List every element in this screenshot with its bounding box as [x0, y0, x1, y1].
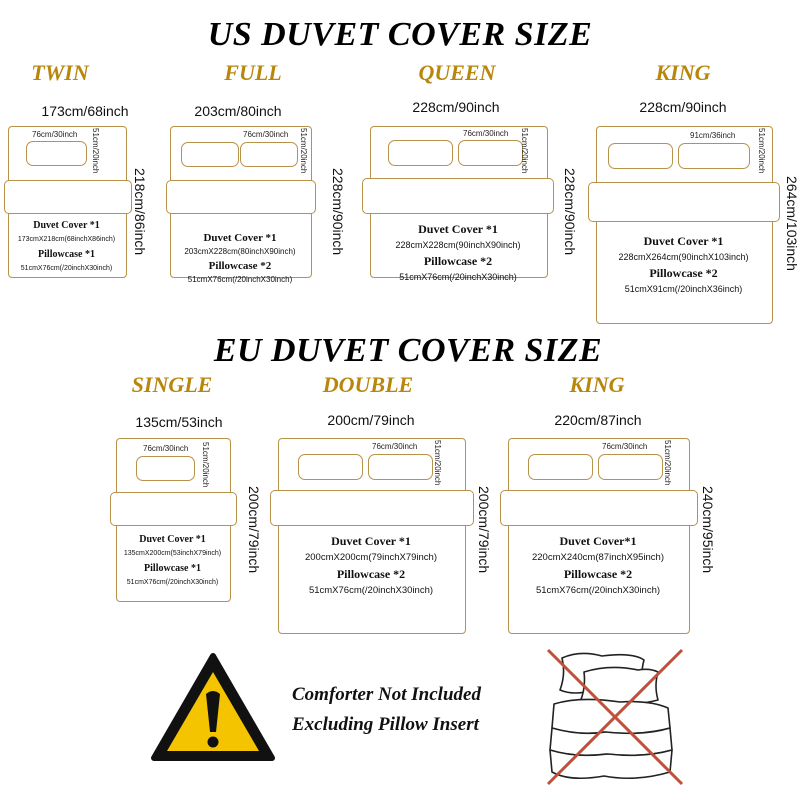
width-label: 220cm/87inch: [554, 412, 642, 428]
contents-info: Duvet Cover *1 228cmX264cm(90inchX103inc…: [596, 234, 771, 294]
pillow-height-label: 51cm/20inch: [433, 440, 442, 486]
width-label: 135cm/53inch: [135, 414, 223, 430]
width-label: 173cm/68inch: [41, 103, 129, 119]
duvet-dimensions: 173cmX218cm(68inchX86inch): [17, 236, 116, 243]
pillowcase-dimensions: 51cmX76cm(/20inchX30inch): [535, 585, 661, 596]
pillow-height-label: 51cm/20inch: [91, 128, 100, 174]
duvet-count: Duvet Cover *1: [418, 222, 498, 236]
pillow-shape: [598, 454, 663, 480]
pillowcase-dimensions: 51cmX76cm(/20inchX30inch): [308, 585, 434, 596]
pillow-height-label: 51cm/20inch: [201, 442, 210, 488]
height-label: 240cm/95inch: [700, 486, 716, 574]
duvet-fold: [588, 182, 780, 222]
pillow-height-label: 51cm/20inch: [757, 128, 766, 174]
duvet-dimensions: 135cmX200cm(53inchX79inch): [123, 550, 222, 557]
pillow-width-label: 76cm/30inch: [602, 442, 648, 451]
duvet-fold: [110, 492, 237, 526]
contents-info: Duvet Cover *1 203cmX228cm(80inchX90inch…: [170, 232, 310, 284]
pillow-shape: [388, 140, 453, 166]
pillow-height-label: 51cm/20inch: [663, 440, 672, 486]
pillowcase-count: Pillowcase *1: [144, 563, 201, 574]
size-name-eu-king: KING: [569, 372, 625, 397]
pillow-height-label: 51cm/20inch: [520, 128, 529, 174]
duvet-count: Duvet Cover*1: [559, 534, 637, 548]
height-label: 200cm/79inch: [476, 486, 492, 574]
pillow-width-label: 76cm/30inch: [143, 444, 189, 453]
pillow-shape: [608, 143, 673, 169]
pillowcase-count: Pillowcase *1: [38, 249, 95, 260]
pillow-height-label: 51cm/20inch: [299, 128, 308, 174]
pillowcase-count: Pillowcase *2: [208, 260, 272, 272]
size-name-us-twin: TWIN: [31, 60, 89, 85]
width-label: 228cm/90inch: [412, 99, 500, 115]
pillowcase-dimensions: 51cmX76cm(/20inchX30inch): [399, 272, 517, 282]
size-name-us-king: KING: [655, 60, 711, 85]
eu-section-title: EU DUVET COVER SIZE: [213, 332, 603, 369]
pillow-shape: [26, 141, 87, 166]
height-label: 264cm/103inch: [784, 176, 800, 271]
pillowcase-count: Pillowcase *2: [336, 567, 406, 581]
width-label: 203cm/80inch: [194, 103, 282, 119]
duvet-count: Duvet Cover *1: [139, 534, 206, 545]
pillow-shape: [368, 454, 433, 480]
size-name-us-queen: QUEEN: [418, 60, 496, 85]
duvet-fold: [166, 180, 316, 214]
pillowcase-dimensions: 51cmX91cm(/20inchX36inch): [624, 284, 743, 294]
pillowcase-dimensions: 51cmX76cm(/20inchX30inch): [20, 265, 113, 272]
pillow-shape: [298, 454, 363, 480]
height-label: 200cm/79inch: [246, 486, 262, 574]
duvet-count: Duvet Cover *1: [643, 234, 724, 248]
duvet-count: Duvet Cover *1: [33, 220, 100, 231]
width-label: 228cm/90inch: [639, 99, 727, 115]
contents-info: Duvet Cover *1 135cmX200cm(53inchX79inch…: [116, 534, 229, 586]
contents-info: Duvet Cover*1 220cmX240cm(87inchX95inch)…: [508, 534, 688, 596]
contents-info: Duvet Cover *1 200cmX200cm(79inchX79inch…: [278, 534, 464, 596]
duvet-dimensions: 228cmX264cm(90inchX103inch): [618, 252, 749, 262]
duvet-dimensions: 228cmX228cm(90inchX90inch): [395, 240, 521, 250]
pillow-shape: [528, 454, 593, 480]
pillowcase-dimensions: 51cmX76cm(/20inchX30inch): [187, 275, 293, 284]
duvet-fold: [270, 490, 474, 526]
pillow-width-label: 76cm/30inch: [372, 442, 418, 451]
duvet-fold: [500, 490, 698, 526]
pillow-width-label: 76cm/30inch: [243, 130, 289, 139]
size-name-us-full: FULL: [224, 60, 282, 85]
duvet-dimensions: 203cmX228cm(80inchX90inch): [184, 247, 296, 256]
pillow-width-label: 91cm/36inch: [690, 131, 736, 140]
notice-pillow-insert: Excluding Pillow Insert: [292, 714, 479, 735]
pillow-shape: [136, 456, 195, 481]
pillowcase-count: Pillowcase *2: [649, 266, 718, 280]
pillow-shape: [458, 140, 523, 166]
duvet-dimensions: 220cmX240cm(87inchX95inch): [531, 552, 665, 563]
size-name-eu-double: DOUBLE: [322, 372, 414, 397]
us-section-title: US DUVET COVER SIZE: [207, 16, 593, 53]
notice-comforter: Comforter Not Included: [292, 684, 481, 705]
size-name-eu-single: SINGLE: [131, 372, 213, 397]
duvet-fold: [362, 178, 554, 214]
duvet-dimensions: 200cmX200cm(79inchX79inch): [304, 552, 438, 563]
duvet-fold: [4, 180, 132, 214]
pillow-shape: [240, 142, 298, 167]
comforter-crossed-icon: [546, 648, 684, 786]
contents-info: Duvet Cover *1 173cmX218cm(68inchX86inch…: [8, 220, 125, 272]
height-label: 228cm/90inch: [330, 168, 346, 256]
pillow-width-label: 76cm/30inch: [463, 129, 509, 138]
height-label: 218cm/86inch: [132, 168, 148, 256]
warning-triangle-icon: [151, 653, 275, 761]
pillowcase-dimensions: 51cmX76cm(/20inchX30inch): [126, 579, 219, 586]
pillowcase-count: Pillowcase *2: [563, 567, 633, 581]
duvet-count: Duvet Cover *1: [203, 232, 277, 244]
pillow-shape: [181, 142, 239, 167]
pillowcase-count: Pillowcase *2: [423, 254, 493, 268]
duvet-count: Duvet Cover *1: [331, 534, 411, 548]
pillow-shape: [678, 143, 750, 169]
width-label: 200cm/79inch: [327, 412, 415, 428]
pillow-width-label: 76cm/30inch: [32, 130, 78, 139]
height-label: 228cm/90inch: [562, 168, 578, 256]
contents-info: Duvet Cover *1 228cmX228cm(90inchX90inch…: [370, 222, 546, 282]
